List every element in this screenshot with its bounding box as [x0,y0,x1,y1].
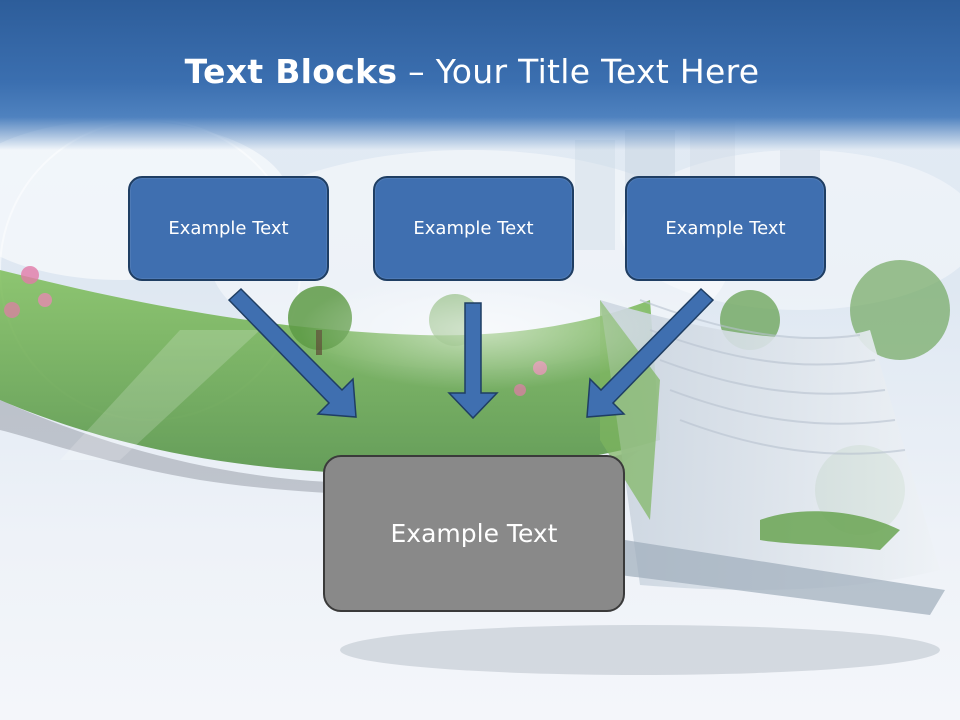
title-band [0,0,960,150]
text-block-3-label: Example Text [665,218,786,239]
title-dash: – [397,52,436,91]
slide-title: Text Blocks – Your Title Text Here [0,52,944,91]
text-block-1[interactable]: Example Text [128,176,329,281]
text-block-2[interactable]: Example Text [373,176,574,281]
text-block-3[interactable]: Example Text [625,176,826,281]
title-bold: Text Blocks [184,52,398,91]
result-block[interactable]: Example Text [323,455,625,612]
result-block-label: Example Text [390,519,558,548]
title-rest: Your Title Text Here [435,52,760,91]
text-block-1-label: Example Text [168,218,289,239]
text-block-2-label: Example Text [413,218,534,239]
